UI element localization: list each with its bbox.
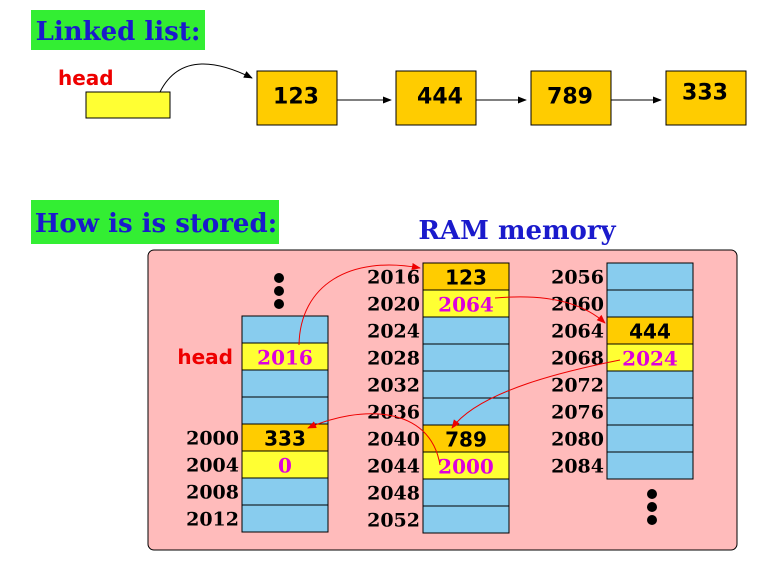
list-node-4: 333 (665, 70, 747, 126)
pointer-arrow-2020-to-2064 (494, 296, 606, 324)
memory-cell (422, 451, 510, 480)
memory-address: 2024 (367, 321, 420, 343)
memory-cell (241, 315, 329, 344)
ram-column-1: 2016 333 2000 0 2004 2008 2012 (186, 315, 329, 533)
memory-cell (241, 477, 329, 506)
memory-address: 2080 (551, 429, 604, 451)
linked-list-section: Linked list: head 123 444 789 333 (31, 10, 747, 126)
pointer-arrow-2044-to-2000 (307, 413, 441, 466)
memory-cell (606, 289, 694, 318)
head-arrow (159, 63, 253, 93)
stored-title-box (31, 200, 279, 244)
memory-cell (241, 396, 329, 425)
memory-cell-value: 333 (264, 427, 306, 451)
memory-cell (422, 262, 510, 291)
memory-address: 2068 (551, 348, 604, 370)
memory-cell (241, 369, 329, 398)
memory-cell (606, 316, 694, 345)
memory-address: 2028 (367, 348, 420, 370)
memory-cell (422, 397, 510, 426)
memory-address: 2076 (551, 402, 604, 424)
ram-title: RAM memory (418, 216, 616, 246)
memory-address: 2048 (367, 483, 420, 505)
memory-address: 2032 (367, 375, 420, 397)
head-label: head (58, 66, 114, 90)
memory-address: 2056 (551, 267, 604, 289)
list-node-value: 333 (682, 81, 728, 106)
memory-cell (422, 370, 510, 399)
pointer-arrow-2068-to-2040 (451, 359, 621, 429)
linked-list-title-box (31, 10, 205, 50)
memory-cell (606, 262, 694, 291)
memory-cell (422, 424, 510, 453)
list-node-1: 123 (256, 70, 338, 126)
storage-section: How is is stored: RAM memory 2016 333 2000… (31, 200, 738, 551)
memory-address: 2052 (367, 510, 420, 532)
memory-cell-value: 2064 (438, 293, 494, 317)
memory-address: 2008 (186, 482, 239, 504)
memory-address: 2036 (367, 402, 420, 424)
memory-address: 2020 (367, 294, 420, 316)
memory-cell-value: 789 (445, 428, 487, 452)
memory-address: 2040 (367, 429, 420, 451)
memory-cell (422, 289, 510, 318)
memory-address: 2004 (186, 455, 239, 477)
ellipsis-top-dots (274, 273, 284, 309)
memory-cell (606, 451, 694, 480)
list-node-value: 123 (273, 85, 319, 110)
memory-address: 2016 (367, 267, 420, 289)
memory-cell-value: 2016 (257, 346, 313, 370)
memory-cell-value: 2024 (622, 347, 678, 371)
memory-address: 2000 (186, 428, 239, 450)
ram-column-2: 123 2016 2064 2020 2024 2028 2032 2036 789 2040 20… (367, 262, 510, 534)
list-node-3: 789 (530, 70, 612, 126)
memory-cell (241, 504, 329, 533)
memory-cell (422, 478, 510, 507)
memory-address: 2072 (551, 375, 604, 397)
memory-address: 2044 (367, 456, 420, 478)
pointer-arrow-head-to-2016 (298, 262, 421, 346)
ram-head-label: head (177, 345, 233, 369)
ram-column-3: 2056 2060 444 2064 2024 2068 2072 2076 2080 2084 (551, 262, 694, 480)
stored-title: How is is stored: (35, 209, 277, 239)
memory-address: 2012 (186, 509, 239, 531)
list-node-value: 789 (547, 85, 593, 110)
memory-cell (606, 397, 694, 426)
memory-cell (422, 343, 510, 372)
ellipsis-bottom-dots (647, 489, 657, 525)
memory-cell (422, 505, 510, 534)
memory-cell (606, 370, 694, 399)
memory-cell-value: 123 (445, 266, 487, 290)
linked-list-title: Linked list: (36, 17, 201, 47)
list-node-value: 444 (417, 85, 463, 110)
memory-cell-value: 444 (629, 320, 671, 344)
list-node-2: 444 (395, 70, 477, 126)
ram-memory-cells: 2016 333 2000 0 2004 2008 2012 123 2016 2064 2020 2… (186, 262, 694, 534)
memory-cell-value: 0 (278, 454, 292, 478)
memory-cell-value: 2000 (438, 455, 494, 479)
memory-cell (422, 316, 510, 345)
memory-address: 2060 (551, 294, 604, 316)
memory-address: 2084 (551, 456, 604, 478)
head-pointer-box (85, 91, 171, 119)
memory-cell (241, 423, 329, 452)
memory-cell (606, 424, 694, 453)
memory-address: 2064 (551, 321, 604, 343)
memory-cell (241, 450, 329, 479)
